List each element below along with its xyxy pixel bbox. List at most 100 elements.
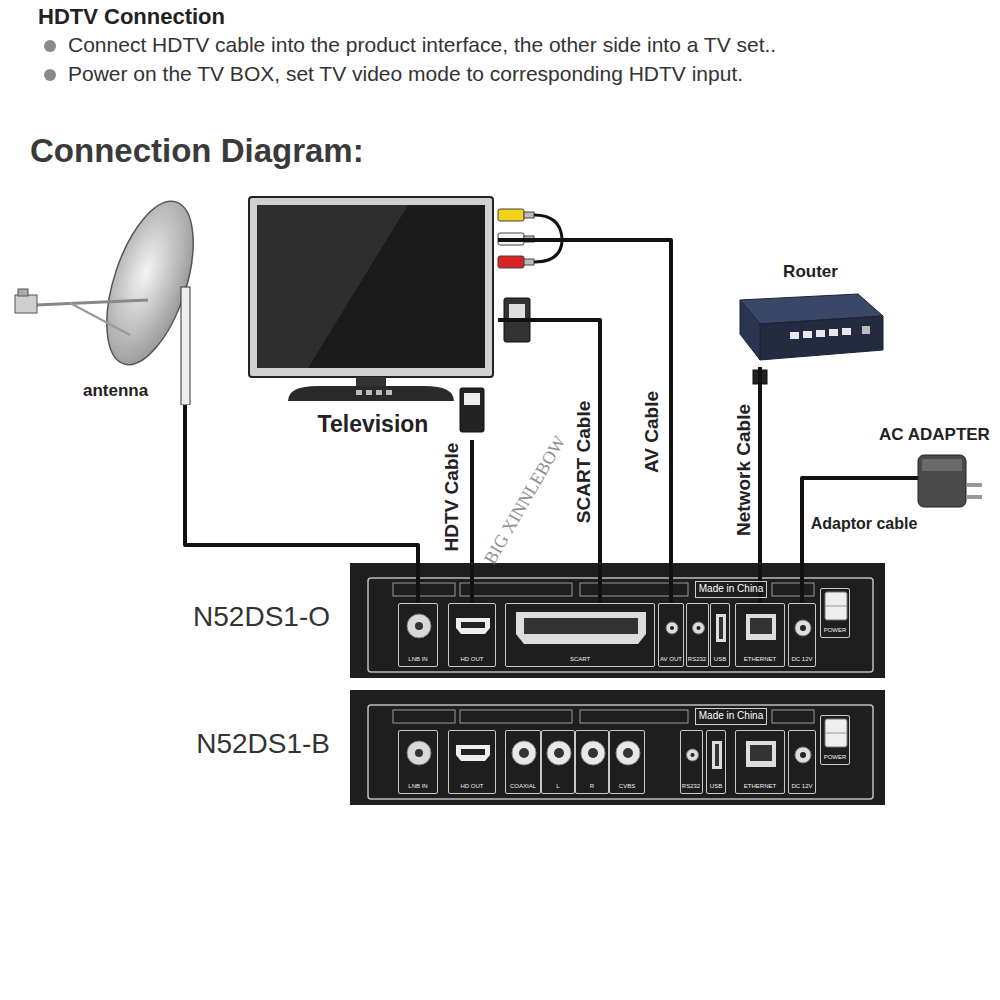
decor-shape: [407, 741, 431, 765]
node-label: N52DS1-O: [193, 601, 330, 633]
decor-shape: [795, 747, 811, 763]
satellite-dish-art: [10, 195, 215, 405]
decor-shape: [750, 618, 772, 634]
decor-shape: [393, 710, 455, 723]
decor-shape: [800, 625, 806, 631]
port: DC 12V: [788, 603, 816, 667]
decor-shape: [790, 332, 799, 339]
page-title: HDTV Connection: [38, 4, 225, 30]
port-label: LNB IN: [408, 656, 427, 663]
port-icon: [399, 731, 439, 779]
decor-shape: [460, 388, 484, 432]
receiver-panel: N52DS1-OMade in ChinaLNB INHD OUTSCARTAV…: [350, 563, 885, 678]
decor-shape: [249, 197, 493, 377]
decor-shape: [712, 741, 722, 769]
decor-shape: [772, 583, 814, 596]
badge-text: Made in China: [699, 710, 763, 722]
decor-shape: [825, 606, 847, 607]
receiver-panel: N52DS1-BMade in ChinaLNB INHD OUTCOAXIAL…: [350, 690, 885, 805]
port: ETHERNET: [735, 603, 785, 667]
port: CVBS: [609, 730, 645, 794]
decor-shape: [356, 390, 362, 395]
decor-shape: [509, 304, 525, 318]
cable-label: Adaptor cable: [810, 515, 919, 533]
decor-shape: [257, 205, 485, 368]
port: RS232: [680, 730, 703, 794]
decor-shape: [415, 749, 423, 757]
port-label: CVBS: [619, 783, 635, 790]
hdmi-plug: [460, 388, 484, 432]
cable: [498, 240, 671, 603]
port: HD OUT: [448, 730, 496, 794]
port: USB: [710, 603, 730, 667]
decor-shape: [715, 744, 719, 766]
decor-shape: [746, 741, 776, 767]
decor-shape: [966, 483, 982, 487]
cable-label: Network Cable: [733, 403, 755, 537]
decor-shape: [716, 614, 726, 642]
receiver-body: [350, 563, 885, 678]
decor-shape: [18, 289, 28, 296]
port-icon: [707, 731, 727, 779]
television: Television: [248, 195, 498, 440]
decor-shape: [623, 748, 633, 758]
television-art: [248, 195, 498, 440]
decor-shape: [862, 326, 870, 334]
port: LNB IN: [398, 730, 438, 794]
decor-shape: [670, 626, 674, 630]
cable: [470, 440, 474, 603]
decor-shape: [519, 748, 529, 758]
decor-shape: [460, 583, 572, 596]
port-icon: [449, 604, 497, 652]
decor-shape: [512, 741, 536, 765]
decor-shape: [460, 710, 572, 723]
decor-shape: [760, 316, 883, 360]
port-label: POWER: [824, 754, 847, 761]
origin-badge: Made in China: [695, 581, 767, 598]
bullet-dot: [44, 69, 56, 81]
port-label: AV OUT: [660, 656, 682, 663]
port: COAXIAL: [505, 730, 541, 794]
decor-shape: [368, 578, 873, 672]
decor-shape: [350, 563, 885, 678]
node-label: AC ADAPTER: [879, 425, 990, 445]
decor-shape: [368, 705, 873, 799]
node-label: N52DS1-B: [196, 728, 330, 760]
decor-shape: [464, 393, 480, 405]
port-icon: [687, 604, 710, 652]
decor-shape: [825, 719, 847, 747]
decor-shape: [393, 583, 455, 596]
port: POWER: [820, 715, 850, 765]
port-label: HD OUT: [461, 783, 484, 790]
port-label: RS232: [682, 783, 700, 790]
satellite-dish: antenna: [10, 195, 215, 405]
port-label: USB: [714, 656, 726, 663]
section-heading: Connection Diagram:: [30, 132, 364, 170]
port-label: DC 12V: [791, 656, 812, 663]
decor-shape: [966, 495, 982, 499]
port-icon: [449, 731, 497, 779]
node-label: Router: [783, 262, 838, 282]
decor-shape: [842, 328, 851, 335]
cable-label: HDTV Cable: [441, 442, 463, 553]
port-icon: [399, 604, 439, 652]
router: Router: [728, 262, 893, 367]
port: DC 12V: [788, 730, 816, 794]
port-label: ETHERNET: [744, 656, 776, 663]
decor-shape: [772, 710, 814, 723]
decor-shape: [616, 741, 640, 765]
decor-shape: [15, 295, 37, 313]
ac-adapter: AC ADAPTER: [873, 425, 996, 520]
decor-shape: [825, 592, 847, 620]
decor-shape: [524, 212, 534, 218]
port-icon: [542, 731, 576, 779]
decor-shape: [456, 745, 490, 761]
port-icon: [506, 731, 542, 779]
port-icon: [736, 604, 786, 652]
decor-shape: [461, 749, 485, 755]
decor-shape: [666, 622, 678, 634]
port-icon: [789, 731, 817, 779]
decor-shape: [803, 331, 812, 338]
decor-shape: [516, 612, 646, 644]
